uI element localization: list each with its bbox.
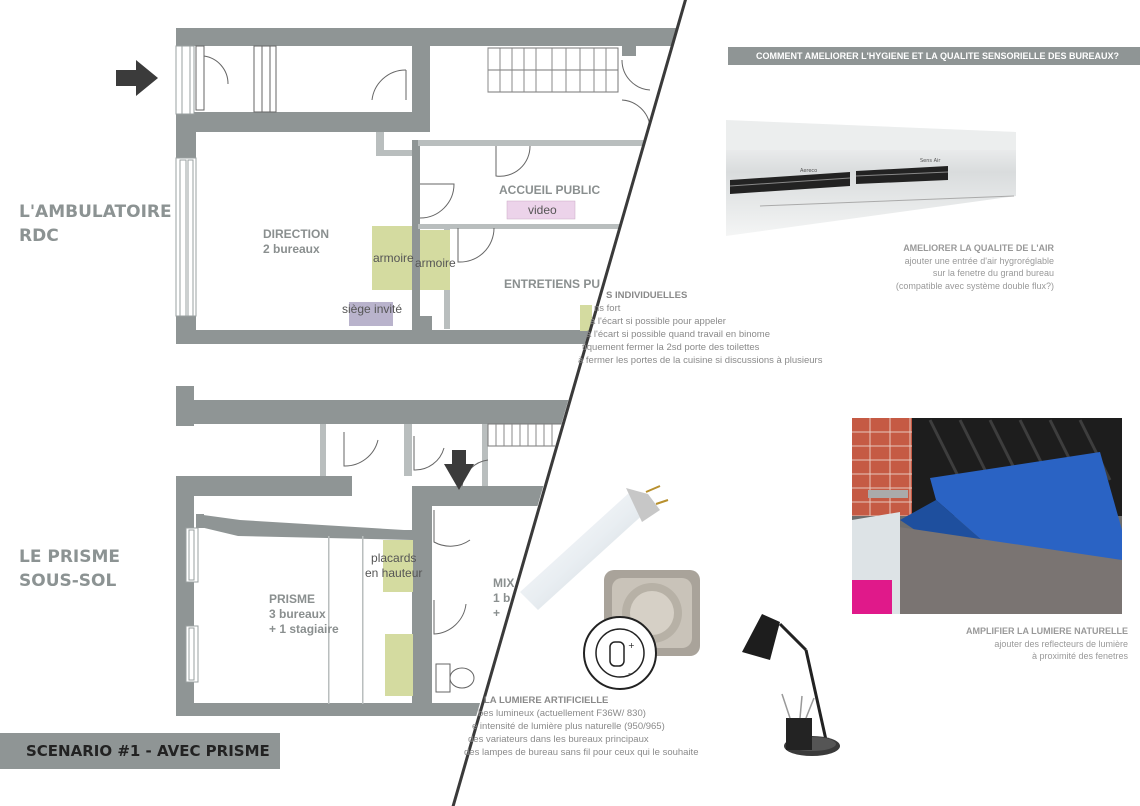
note-entretiens: S INDIVIDUELLES ns fort à l'écart si pos… xyxy=(578,289,822,367)
rdc-title-line2: RDC xyxy=(19,226,59,246)
question-banner xyxy=(728,47,1140,65)
note-entretiens-line3: à l'écart si possible quand travail en b… xyxy=(586,329,771,340)
note-air: AMELIORER LA QUALITE DE L'AIR ajouter un… xyxy=(896,242,1054,292)
placards-2 xyxy=(385,634,413,696)
note-lumiere-naturelle: AMPLIFIER LA LUMIERE NATURELLE ajouter d… xyxy=(966,625,1128,663)
note-lumiere-artificielle-line3: des variateurs dans les bureaux principa… xyxy=(468,734,649,745)
stair-arrow-icon xyxy=(444,450,474,490)
entry-arrow-icon xyxy=(116,60,158,96)
room-mix: MIX 1 b + xyxy=(493,576,545,621)
placards-label-line1: placards xyxy=(371,551,417,565)
sous-sol-title-line2: SOUS-SOL xyxy=(19,571,117,591)
room-direction-name: DIRECTION xyxy=(263,227,329,241)
sous-sol-title-line1: LE PRISME xyxy=(19,547,121,567)
fluorescent-tube-icon xyxy=(520,485,669,610)
window-reflector-photo xyxy=(852,418,1122,614)
note-lumiere-naturelle-title: AMPLIFIER LA LUMIERE NATURELLE xyxy=(966,626,1128,636)
svg-text:Sens Air: Sens Air xyxy=(920,158,941,164)
air-vent-photo: Aereco Sens Air xyxy=(726,120,1016,236)
scenario-label: SCENARIO #1 - AVEC PRISME xyxy=(26,742,270,760)
armoire-1-label: armoire xyxy=(373,251,414,265)
room-prisme-name: PRISME xyxy=(269,592,316,606)
note-lumiere-artificielle-line1: bes lumineux (actuellement F36W/ 830) xyxy=(478,708,646,719)
diagonal-divider xyxy=(451,0,687,806)
note-lumiere-artificielle-line2: e intensité de lumière plus naturelle (9… xyxy=(472,721,665,732)
room-prisme-desc2: + 1 stagiaire xyxy=(269,622,339,636)
note-lumiere-artificielle-title: LA LUMIERE ARTIFICIELLE xyxy=(484,695,609,706)
placards-label-line2: en hauteur xyxy=(365,566,423,580)
video-label: video xyxy=(528,203,557,217)
video-box xyxy=(506,200,576,220)
desk-lamp-icon xyxy=(742,614,840,756)
room-prisme-desc1: 3 bureaux xyxy=(269,607,326,621)
room-entretiens: ENTRETIENS PU xyxy=(504,277,601,291)
svg-text:-: - xyxy=(628,669,631,678)
note-air-line2: sur la fenetre du grand bureau xyxy=(932,268,1054,278)
entretiens-chair xyxy=(580,305,592,331)
room-accueil: ACCUEIL PUBLIC xyxy=(499,183,601,197)
note-lumiere-artificielle: LA LUMIERE ARTIFICIELLE bes lumineux (ac… xyxy=(464,694,698,759)
note-entretiens-line4: tiquement fermer la 2sd porte des toilet… xyxy=(582,342,760,353)
armoire-2 xyxy=(420,230,450,290)
note-entretiens-line2: à l'écart si possible pour appeler xyxy=(590,316,726,327)
rdc-title: L'AMBULATOIRE RDC xyxy=(19,200,172,248)
scenario-banner xyxy=(0,733,280,769)
note-air-line3: (compatible avec système double flux?) xyxy=(895,280,1054,291)
siege-label: siège invité xyxy=(342,302,403,316)
room-mix-desc1: 1 b xyxy=(493,591,511,605)
armoire-1 xyxy=(372,226,412,290)
sous-sol-title: LE PRISME SOUS-SOL xyxy=(19,545,120,593)
svg-text:+: + xyxy=(628,641,635,650)
note-lumiere-artificielle-line4: des lampes de bureau sans fil pour ceux … xyxy=(464,747,699,758)
note-air-line1: ajouter une entrée d'air hygroréglable xyxy=(904,255,1054,266)
room-direction: DIRECTION 2 bureaux xyxy=(263,227,329,257)
room-prisme: PRISME 3 bureaux + 1 stagiaire xyxy=(269,592,339,637)
svg-text:Aereco: Aereco xyxy=(800,168,817,174)
dimmer-switch-icon: + - xyxy=(583,570,700,690)
note-entretiens-title: S INDIVIDUELLES xyxy=(606,290,688,301)
room-mix-name: MIX xyxy=(493,576,515,590)
note-lumiere-naturelle-line2: à proximité des fenetres xyxy=(1031,651,1128,661)
question-text: COMMENT AMELIORER L'HYGIENE ET LA QUALIT… xyxy=(756,51,1119,61)
placards-label: placards en hauteur xyxy=(365,551,422,581)
room-mix-desc2: + xyxy=(493,606,501,620)
siege-box xyxy=(349,302,393,326)
armoire-2-label: armoire xyxy=(415,256,456,270)
room-direction-desc: 2 bureaux xyxy=(263,242,320,256)
note-lumiere-naturelle-line1: ajouter des reflecteurs de lumière xyxy=(994,638,1128,649)
placards-1 xyxy=(383,540,413,592)
rdc-title-line1: L'AMBULATOIRE xyxy=(19,202,172,222)
note-air-title: AMELIORER LA QUALITE DE L'AIR xyxy=(903,243,1054,253)
note-entretiens-line1: ns fort xyxy=(594,303,621,314)
note-entretiens-line5: à fermer les portes de la cuisine si dis… xyxy=(578,355,823,366)
